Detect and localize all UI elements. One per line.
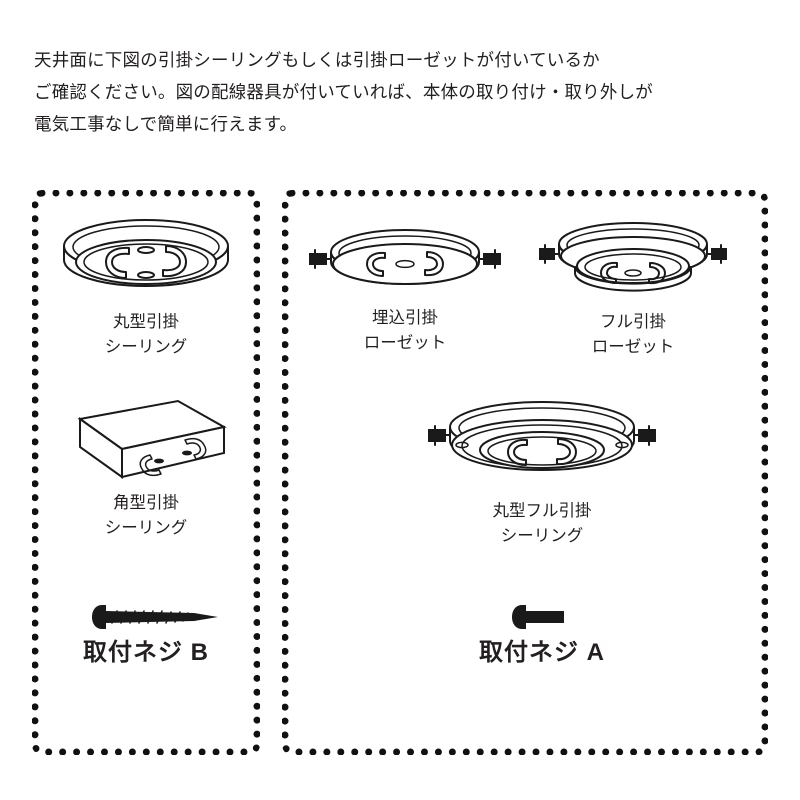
caption-line-2: シーリング: [500, 527, 584, 545]
caption-line-1: 取付ネジ B: [83, 639, 209, 666]
caption-line-1: フル引掛: [600, 313, 666, 331]
item-round-full-ceiling-rose: 丸型フル引掛 シーリング: [404, 395, 680, 549]
item-embedded-rosette: 埋込引掛 ローゼット: [302, 222, 508, 356]
caption-line-2: ローゼット: [363, 334, 447, 352]
caption-line-1: 丸型引掛: [113, 313, 179, 331]
item-caption: 取付ネジ B: [46, 638, 246, 668]
caption-line-2: シーリング: [104, 338, 188, 356]
caption-line-1: 取付ネジ A: [479, 639, 605, 666]
item-caption: フル引掛 ローゼット: [528, 310, 738, 360]
item-round-ceiling-rose: 丸型引掛 シーリング: [46, 218, 246, 360]
item-screw-b: 取付ネジ B: [46, 600, 246, 668]
intro-line-1: 天井面に下図の引掛シーリングもしくは引掛ローゼットが付いているか: [34, 50, 600, 70]
embedded-rosette-icon: [302, 222, 508, 302]
item-caption: 丸型引掛 シーリング: [46, 310, 246, 360]
square-ceiling-rose-icon: [46, 395, 246, 487]
panel-rosette-type: [282, 190, 768, 755]
caption-line-1: 埋込引掛: [372, 309, 438, 327]
intro-line-2: ご確認ください。図の配線器具が付いていれば、本体の取り付け・取り外しが: [34, 82, 653, 102]
machine-screw-icon: [404, 600, 680, 634]
caption-line-1: 角型引掛: [113, 494, 179, 512]
item-square-ceiling-rose: 角型引掛 シーリング: [46, 395, 246, 541]
intro-line-3: 電気工事なしで簡単に行えます。: [34, 114, 298, 134]
item-screw-a: 取付ネジ A: [404, 600, 680, 668]
round-ceiling-rose-icon: [46, 218, 246, 306]
item-full-rosette: フル引掛 ローゼット: [528, 218, 738, 360]
intro-paragraph: 天井面に下図の引掛シーリングもしくは引掛ローゼットが付いているか ご確認ください…: [34, 44, 770, 140]
item-caption: 取付ネジ A: [404, 638, 680, 668]
caption-line-1: 丸型フル引掛: [492, 502, 592, 520]
caption-line-2: シーリング: [104, 519, 188, 537]
full-rosette-icon: [528, 218, 738, 306]
caption-line-2: ローゼット: [591, 338, 675, 356]
item-caption: 丸型フル引掛 シーリング: [404, 499, 680, 549]
wood-screw-icon: [46, 600, 246, 634]
item-caption: 埋込引掛 ローゼット: [302, 306, 508, 356]
item-caption: 角型引掛 シーリング: [46, 491, 246, 541]
round-full-ceiling-rose-icon: [404, 395, 680, 495]
